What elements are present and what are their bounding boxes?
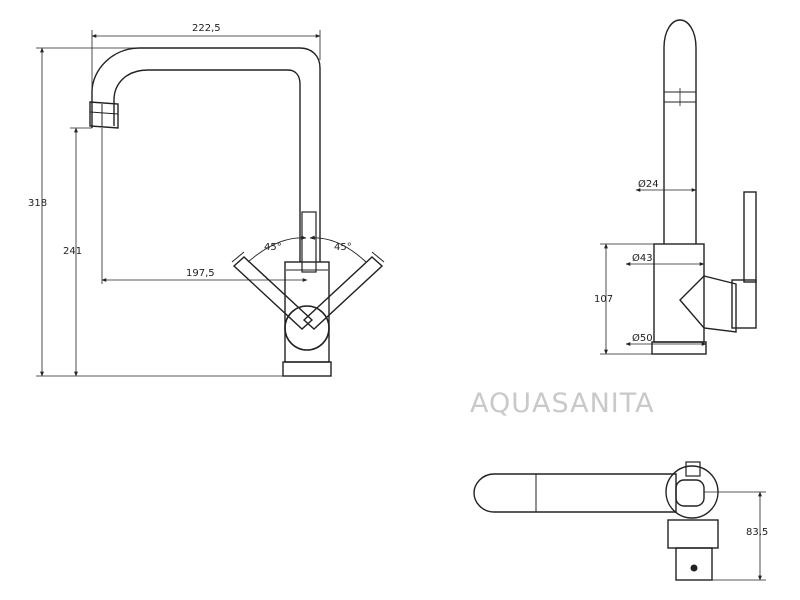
- watermark-logo: AQUASANITA: [470, 388, 655, 419]
- handle-hub: [284, 305, 330, 351]
- aerator-tip: [89, 101, 119, 129]
- top-view: 83,5: [473, 461, 768, 581]
- reach-dim-label: 197,5: [186, 268, 215, 279]
- base-diameter-label: Ø50: [632, 332, 653, 344]
- top-spout-outline: [473, 473, 677, 513]
- side-base-outline: [651, 341, 707, 355]
- base-outline: [282, 361, 332, 377]
- center-spindle: [301, 211, 317, 273]
- spout-height-dim-label: 241: [63, 246, 82, 257]
- width-dim-label: 222,5: [192, 23, 221, 34]
- lever-right: [302, 251, 385, 330]
- angle-arc-left: [247, 235, 307, 263]
- side-body-outline: [653, 243, 705, 343]
- body-height-label: 107: [594, 294, 613, 305]
- top-handle-cap: [675, 547, 713, 581]
- side-lever: [743, 191, 757, 283]
- body-diameter-label: Ø43: [632, 252, 653, 264]
- angle-label-right: 45°: [334, 242, 352, 253]
- angle-label-left: 45°: [264, 242, 282, 253]
- lever-left: [231, 251, 314, 330]
- spout-outer-outline: [91, 47, 321, 262]
- spout-diameter-label: Ø24: [638, 178, 659, 190]
- front-view: 45° 45° 222,5 318 241 197,5: [28, 23, 385, 377]
- top-handle-indicator: [690, 564, 698, 572]
- aerator-line: [89, 111, 119, 115]
- side-spout-outline: [663, 19, 697, 244]
- top-body-core: [675, 479, 705, 507]
- height-dim-label: 318: [28, 198, 47, 209]
- top-lever-tab: [685, 461, 701, 477]
- spout-inner-outline: [113, 69, 301, 262]
- top-cartridge: [667, 519, 719, 549]
- angle-arc-right: [309, 235, 367, 263]
- side-handle-body: [679, 275, 737, 333]
- side-view: Ø24 Ø43 Ø50 107: [594, 19, 757, 355]
- depth-dim-label: 83,5: [746, 527, 768, 538]
